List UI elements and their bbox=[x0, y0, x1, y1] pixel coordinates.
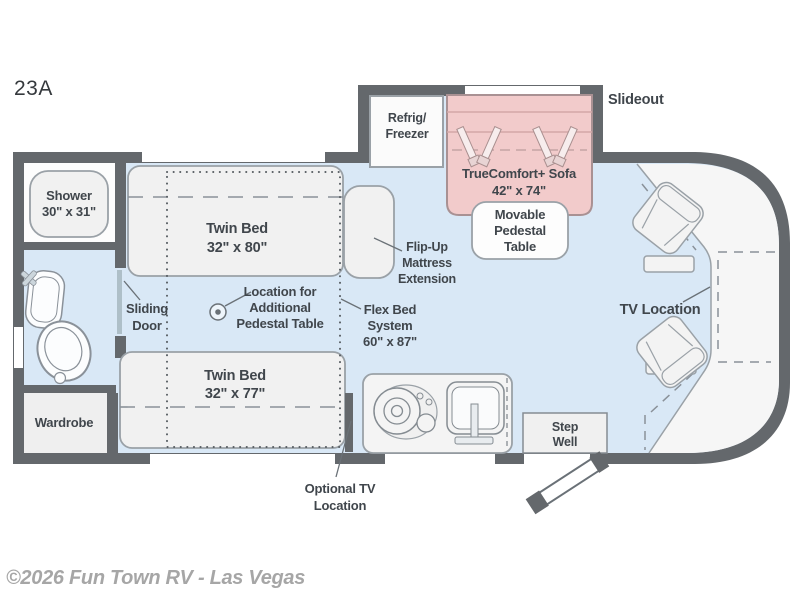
entry-door-opening bbox=[524, 454, 590, 464]
cab-dash-line bbox=[650, 367, 700, 413]
bathroom-sink bbox=[24, 270, 66, 329]
tv-location-label: TV Location bbox=[620, 302, 701, 318]
twin-bed-top bbox=[127, 165, 344, 277]
pointer-line bbox=[373, 237, 403, 252]
pedestal-location-label: Additional bbox=[249, 300, 311, 315]
sofa-size-label: 42" x 74" bbox=[492, 183, 546, 198]
pedestal-table-marker-dot bbox=[215, 309, 221, 315]
window bbox=[14, 327, 23, 368]
optional-tv-label: Location bbox=[314, 498, 367, 513]
movable-table-label: Pedestal bbox=[494, 223, 546, 238]
shower-size-label: 30" x 31" bbox=[42, 204, 96, 219]
toilet bbox=[36, 320, 92, 385]
pedestal-location-label: Pedestal Table bbox=[236, 316, 323, 331]
interior-wall bbox=[24, 242, 126, 250]
interior-wall bbox=[107, 393, 118, 453]
refrig-label: Refrig/ bbox=[388, 111, 427, 125]
flip-up-mattress-extension bbox=[343, 185, 395, 279]
kitchen-counter bbox=[362, 373, 513, 454]
sliding-door-label: Door bbox=[132, 318, 162, 333]
flip-up-label: Mattress bbox=[402, 256, 452, 270]
faucet-icon bbox=[20, 270, 37, 287]
step-well-label: Step bbox=[552, 420, 579, 434]
slideout-label: Slideout bbox=[608, 92, 664, 108]
interior-wall bbox=[115, 336, 126, 358]
optional-tv-strip bbox=[345, 393, 353, 452]
pointer-line bbox=[340, 298, 362, 310]
interior-wall bbox=[24, 385, 116, 393]
flip-up-label: Extension bbox=[398, 272, 456, 286]
step-well-label: Well bbox=[553, 435, 578, 449]
flip-up-label: Flip-Up bbox=[406, 240, 448, 254]
optional-tv-label: Optional TV bbox=[305, 481, 376, 496]
movable-table-label: Movable bbox=[495, 207, 546, 222]
pointer-line bbox=[224, 291, 252, 307]
flex-bed-label: 60" x 87" bbox=[363, 334, 417, 349]
twin-bed-bottom-label: Twin Bed bbox=[204, 368, 266, 384]
window bbox=[142, 152, 325, 162]
pedestal-location-label: Location for bbox=[244, 284, 317, 299]
window bbox=[385, 454, 495, 464]
passenger-seat bbox=[632, 181, 704, 273]
refrigerator bbox=[369, 95, 444, 168]
movable-table-label: Table bbox=[504, 239, 536, 254]
cab-area bbox=[637, 164, 779, 453]
twin-bed-bottom-size-label: 32" x 77" bbox=[205, 386, 265, 402]
pointer-line bbox=[335, 420, 352, 478]
shower-stall bbox=[29, 170, 109, 238]
window bbox=[150, 454, 335, 464]
cab-dash-line bbox=[641, 183, 697, 251]
step-well bbox=[522, 412, 608, 454]
twin-bed-top-size-label: 32" x 80" bbox=[207, 240, 267, 256]
slideout-window bbox=[465, 86, 580, 95]
wardrobe-label: Wardrobe bbox=[35, 415, 94, 430]
faucet-icon bbox=[470, 403, 479, 441]
flex-bed-outline bbox=[166, 171, 341, 448]
shower-label: Shower bbox=[46, 188, 92, 203]
pointer-line bbox=[123, 280, 141, 301]
seatbelt-icon bbox=[456, 125, 578, 168]
freezer-label: Freezer bbox=[385, 127, 428, 141]
sliding-door-label: Sliding bbox=[126, 301, 168, 316]
pointer-line bbox=[682, 286, 711, 303]
watermark: ©2026 Fun Town RV - Las Vegas bbox=[6, 567, 305, 589]
entry-door bbox=[525, 451, 610, 515]
sofa-label: TrueComfort+ Sofa bbox=[462, 166, 577, 181]
sofa bbox=[446, 94, 593, 216]
driver-seat bbox=[636, 315, 708, 389]
movable-pedestal-table bbox=[471, 201, 569, 260]
flex-bed-label: System bbox=[367, 318, 412, 333]
floorplan-model-label: 23A bbox=[14, 77, 53, 100]
sliding-door-panel bbox=[117, 270, 122, 334]
interior-wall bbox=[115, 163, 126, 268]
cab-boundary-line bbox=[636, 163, 712, 454]
wardrobe-room-floor bbox=[24, 393, 107, 453]
flex-bed-label: Flex Bed bbox=[364, 302, 417, 317]
burner-icon bbox=[373, 387, 421, 435]
twin-bed-top-label: Twin Bed bbox=[206, 221, 268, 237]
